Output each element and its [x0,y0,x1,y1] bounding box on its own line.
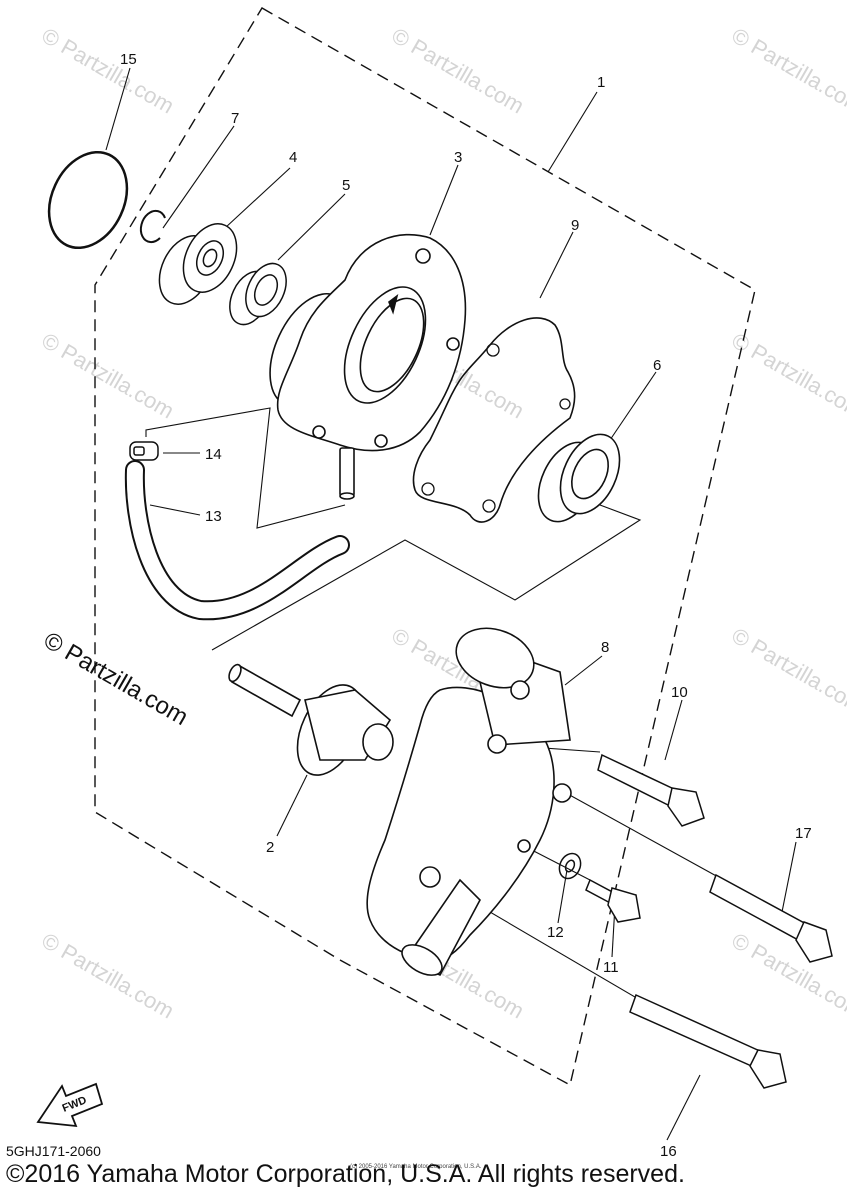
part-code: 5GHJ171-2060 [6,1143,101,1159]
small-copyright: (c) 2005-2016 Yamaha Motor Corporation, … [350,1164,482,1170]
callout-5: 5 [342,177,350,194]
callout-10: 10 [671,684,688,701]
watermark: © Partzilla.com [38,928,179,1024]
gasket-holes [421,343,571,513]
impeller-2 [228,663,394,776]
callout-13: 13 [205,508,222,525]
bolt-17 [709,873,833,963]
callout-11: 11 [603,959,619,976]
bolt-10 [597,753,705,827]
watermark: © Partzilla.com [38,328,179,424]
gasket-9 [412,317,576,523]
bearing-4 [158,223,238,305]
callout-9: 9 [571,217,579,234]
callout-14: 14 [205,446,222,463]
assembly-boundary [94,7,756,1087]
seal-6 [537,433,621,523]
bolt-11 [585,878,641,923]
pump-body-8 [366,627,572,977]
watermark: © Partzilla.com [728,328,847,424]
watermark-main: © Partzilla.com [39,627,193,731]
callout-3: 3 [454,149,462,166]
callout-8: 8 [601,639,609,656]
callout-16: 16 [660,1143,677,1160]
callout-4: 4 [289,149,297,166]
callout-17: 17 [795,825,812,842]
hose-13-inner [126,462,348,619]
o-ring-15 [47,150,129,250]
oil-seal-5 [229,262,287,326]
callout-12: 12 [547,924,564,941]
watermark: © Partzilla.com [388,23,529,119]
fwd-arrow: FWD [36,1082,104,1128]
callout-7: 7 [231,110,239,127]
callout-15: 15 [120,51,137,68]
callout-6: 6 [653,357,661,374]
washer-12 [558,852,582,880]
circlip-7 [139,209,166,244]
copyright-notice: ©2016 Yamaha Motor Corporation, U.S.A. A… [6,1160,685,1188]
watermark: © Partzilla.com [728,623,847,719]
callout-2: 2 [266,839,274,856]
bolt-16 [629,993,787,1089]
pump-housing-3 [269,233,467,500]
clamp-14 [129,441,159,461]
callout-1: 1 [597,74,605,91]
watermark: © Partzilla.com [38,23,179,119]
callout-labels: 1 2 3 4 5 6 7 8 9 10 11 12 13 14 15 16 1… [120,51,812,1160]
watermark: © Partzilla.com [728,23,847,119]
